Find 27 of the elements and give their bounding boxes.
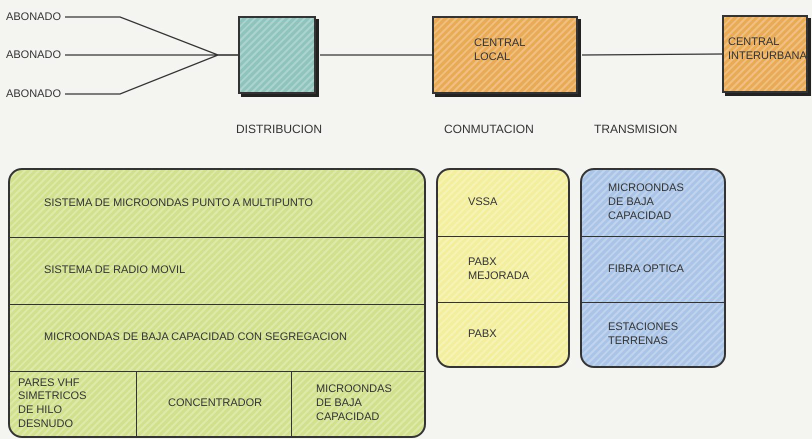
table-cell: MICROONDAS DE BAJA CAPACIDAD CON SEGREGACION <box>10 304 424 371</box>
exchange-box: CENTRAL LOCAL <box>432 16 578 94</box>
table-cell: ESTACIONES TERRENAS <box>582 302 724 366</box>
table-panel <box>436 168 570 368</box>
table-cell: MICROONDAS DE BAJA CAPACIDAD <box>582 170 724 236</box>
table-cell: PABX <box>438 302 568 366</box>
table-cell: CONCENTRADOR <box>136 371 291 436</box>
table-cell: SISTEMA DE MICROONDAS PUNTO A MULTIPUNTO <box>10 170 424 237</box>
connector-line <box>582 53 722 56</box>
table-panel <box>8 168 426 438</box>
exchange-box: CENTRAL INTERURBANA <box>722 15 808 93</box>
table-cell: VSSA <box>438 170 568 236</box>
distribution-box <box>238 16 316 94</box>
subscriber-label: ABONADO <box>6 44 62 66</box>
table-cell: SISTEMA DE RADIO MOVIL <box>10 237 424 304</box>
connector-line <box>320 54 432 56</box>
table-cell: FIBRA OPTICA <box>582 236 724 302</box>
subscriber-label: ABONADO <box>6 6 62 28</box>
section-heading: TRANSMISION <box>594 122 678 136</box>
section-heading: DISTRIBUCION <box>236 122 322 136</box>
section-heading: CONMUTACION <box>444 122 534 136</box>
connector-line <box>65 54 238 95</box>
table-cell: PABX MEJORADA <box>438 236 568 302</box>
subscriber-label: ABONADO <box>6 83 62 105</box>
table-cell: MICROONDAS DE BAJA CAPACIDAD <box>291 371 424 436</box>
table-panel <box>580 168 726 368</box>
table-cell: PARES VHF SIMETRICOS DE HILO DESNUDO <box>10 371 136 436</box>
